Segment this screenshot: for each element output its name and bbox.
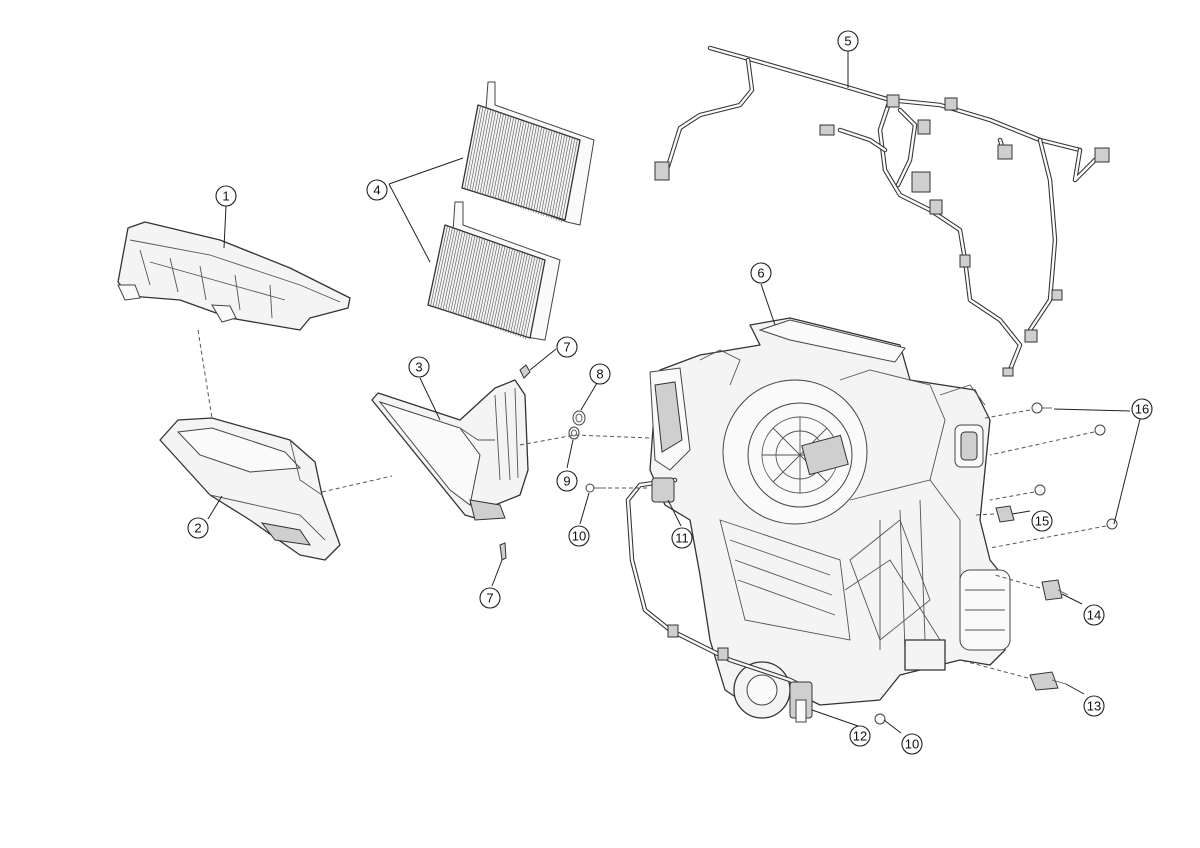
- callout-10-bottom-label: 10: [905, 737, 919, 752]
- callout-7-lower-label: 7: [486, 591, 493, 606]
- screw-16-d: [1106, 518, 1118, 530]
- callout-6-label: 6: [757, 266, 764, 281]
- callout-2: 2: [187, 517, 209, 539]
- ring-9: [568, 426, 580, 440]
- callout-7-lower: 7: [479, 587, 501, 609]
- part-2-lower-duct: [159, 417, 341, 561]
- callout-9: 9: [556, 470, 578, 492]
- clip-7-lower: [499, 542, 507, 561]
- clip-15: [995, 505, 1015, 523]
- cabin-filter-lower: [427, 201, 561, 341]
- part-1-upper-duct-cover: [117, 221, 351, 331]
- callout-15-label: 15: [1035, 514, 1049, 529]
- leader-lines: [207, 51, 1141, 734]
- callout-4-label: 4: [373, 183, 380, 198]
- screw-16-b: [1094, 424, 1106, 436]
- part-12-actuator: [789, 681, 813, 723]
- ring-8: [572, 410, 586, 426]
- callout-9-label: 9: [563, 474, 570, 489]
- callout-3-label: 3: [415, 360, 422, 375]
- screw-16-c: [1034, 484, 1046, 496]
- callout-7-upper-label: 7: [563, 340, 570, 355]
- callout-13: 13: [1083, 695, 1105, 717]
- callout-13-label: 13: [1087, 699, 1101, 714]
- callout-1: 1: [215, 185, 237, 207]
- callout-16: 16: [1131, 398, 1153, 420]
- screw-10-left: [585, 483, 606, 493]
- callout-10-left-label: 10: [572, 529, 586, 544]
- small-fasteners: [499, 364, 1118, 725]
- callouts: 1 2 3 4 5 6 7 7 8 9 10 10 11 12 13 14 15…: [187, 30, 1153, 755]
- callout-5-label: 5: [844, 34, 851, 49]
- callout-6: 6: [750, 262, 772, 284]
- callout-14-label: 14: [1087, 608, 1101, 623]
- clip-7-upper: [519, 364, 531, 379]
- assembly-dashed-lines: [197, 329, 1107, 679]
- callout-11-label: 11: [675, 531, 689, 546]
- callout-16-label: 16: [1135, 402, 1149, 417]
- callout-15: 15: [1031, 510, 1053, 532]
- callout-11: 11: [671, 527, 693, 549]
- callout-10-left: 10: [568, 525, 590, 547]
- screw-10-bottom: [874, 713, 886, 725]
- callout-12-label: 12: [853, 729, 867, 744]
- sensor-13: [1029, 671, 1067, 691]
- callout-14: 14: [1083, 604, 1105, 626]
- callout-8-label: 8: [596, 367, 603, 382]
- callout-5: 5: [837, 30, 859, 52]
- part-11-connector: [625, 477, 813, 693]
- callout-2-label: 2: [194, 521, 201, 536]
- cabin-filter-upper: [461, 81, 595, 226]
- part-3-filter-housing: [371, 379, 529, 521]
- sensor-14: [1041, 579, 1069, 601]
- part-6-hvac-unit: [649, 317, 1011, 719]
- callout-7-upper: 7: [556, 336, 578, 358]
- part-5-wiring-harness: [654, 45, 1110, 377]
- callout-12: 12: [849, 725, 871, 747]
- callout-4: 4: [366, 179, 388, 201]
- callout-3: 3: [408, 356, 430, 378]
- screw-16-a: [1031, 402, 1052, 414]
- part-4-cabin-filters: [427, 81, 595, 341]
- callout-1-label: 1: [222, 189, 229, 204]
- callout-8: 8: [589, 363, 611, 385]
- callout-10-bottom: 10: [901, 733, 923, 755]
